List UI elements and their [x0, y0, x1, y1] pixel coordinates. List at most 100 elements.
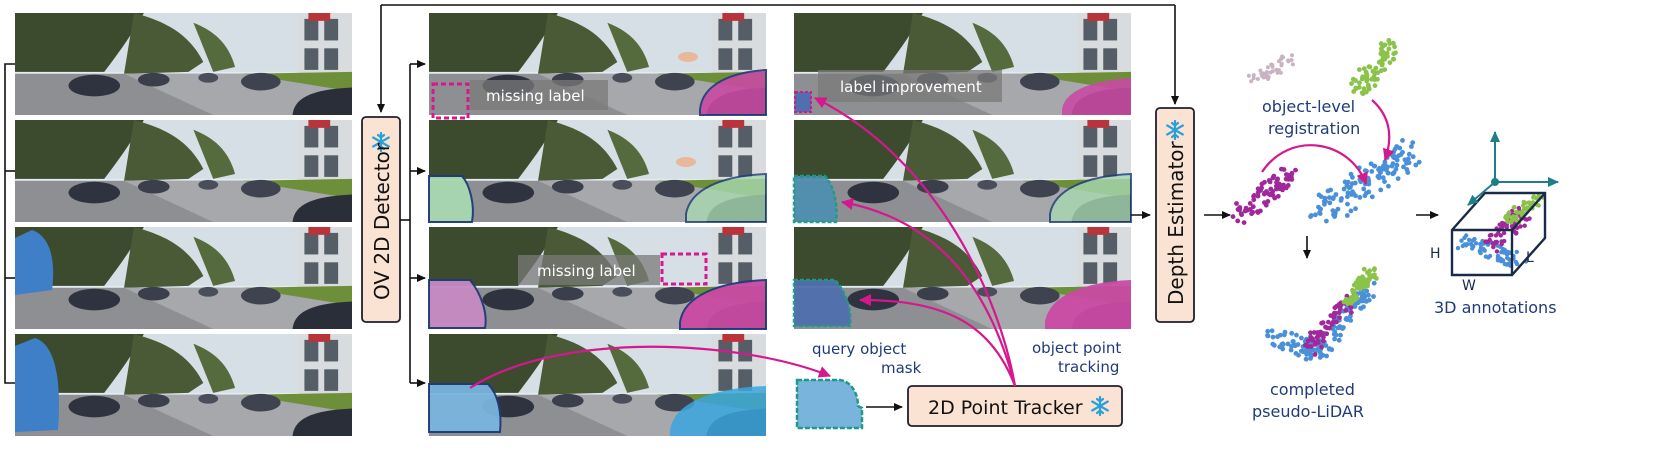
dim-w-label: W — [1462, 278, 1476, 294]
point — [1265, 328, 1271, 334]
point-tracking-label-1: object point — [1032, 339, 1121, 357]
point — [1385, 53, 1390, 59]
point — [1365, 175, 1371, 181]
point — [1313, 212, 1318, 218]
point — [1265, 333, 1270, 338]
missing-label-text-1: missing label — [486, 87, 585, 105]
point — [1331, 331, 1337, 337]
point — [1326, 319, 1331, 325]
point — [1345, 194, 1350, 200]
point — [1380, 175, 1386, 181]
point — [1353, 193, 1358, 199]
point — [1365, 270, 1370, 275]
point — [1332, 311, 1338, 317]
point — [1288, 347, 1294, 353]
missing-label-text-2: missing label — [537, 262, 636, 280]
point — [1259, 185, 1264, 191]
point — [1345, 201, 1350, 207]
point — [1400, 138, 1405, 143]
mask-magenta-car-1 — [699, 68, 767, 116]
point — [1348, 318, 1354, 323]
point — [1349, 294, 1355, 300]
point — [1378, 187, 1384, 193]
3d-bounding-box — [1450, 191, 1547, 277]
point — [1292, 343, 1298, 349]
point — [1390, 40, 1396, 46]
point — [1343, 316, 1349, 322]
point — [1502, 261, 1508, 267]
point — [1234, 201, 1239, 206]
point — [1373, 65, 1379, 71]
point — [1341, 186, 1347, 192]
point — [1258, 208, 1263, 214]
point — [1321, 334, 1326, 340]
improved-mask-1 — [794, 91, 812, 113]
point — [1336, 337, 1342, 343]
point — [1327, 200, 1333, 206]
point — [1289, 58, 1294, 62]
point — [1272, 195, 1278, 201]
point — [1369, 194, 1375, 200]
point — [1299, 335, 1304, 341]
point — [1364, 89, 1369, 95]
point-cloud-gray — [1246, 53, 1295, 84]
point — [1455, 245, 1461, 251]
point — [1289, 343, 1294, 349]
point — [1277, 59, 1281, 64]
point — [1522, 223, 1527, 228]
point — [1364, 73, 1370, 79]
point — [1270, 175, 1276, 181]
point — [1375, 70, 1381, 75]
point — [1361, 66, 1367, 72]
point — [1286, 58, 1291, 63]
point — [1311, 330, 1317, 335]
point — [1319, 344, 1324, 350]
point — [1406, 151, 1412, 157]
point — [1241, 220, 1247, 226]
point — [1364, 288, 1370, 294]
improved-frames: label improvement — [792, 13, 1132, 329]
point — [1267, 179, 1273, 185]
point — [1366, 292, 1371, 298]
point — [1246, 73, 1251, 78]
point — [1361, 266, 1367, 272]
point — [1308, 330, 1313, 336]
point — [1410, 154, 1416, 160]
point — [1268, 70, 1273, 75]
point — [1324, 353, 1329, 359]
point — [1278, 70, 1283, 75]
point — [1489, 232, 1494, 238]
point — [1264, 70, 1269, 75]
point — [1344, 183, 1350, 189]
point-cloud-green — [1349, 38, 1398, 97]
point — [1305, 344, 1311, 349]
point — [1238, 211, 1244, 217]
point — [1327, 325, 1332, 331]
point — [1465, 242, 1470, 247]
point — [1290, 62, 1295, 67]
blue-car-frame-4 — [15, 338, 60, 432]
point — [1413, 162, 1419, 168]
point — [1330, 319, 1336, 325]
point — [1401, 164, 1406, 170]
point — [1332, 210, 1338, 216]
point — [1303, 356, 1309, 362]
point — [1478, 245, 1484, 250]
detector-routing — [400, 60, 426, 387]
point — [1262, 179, 1267, 185]
point — [1345, 190, 1351, 196]
label-improvement-text: label improvement — [840, 78, 982, 96]
point — [1362, 294, 1368, 300]
point — [1353, 206, 1358, 212]
point — [1376, 167, 1381, 173]
point — [1275, 193, 1281, 199]
point — [1290, 53, 1294, 58]
point — [1305, 338, 1311, 344]
missing-label-tag-2 — [518, 255, 660, 285]
mask-magenta-car-c3-3 — [1045, 280, 1131, 329]
point — [1498, 233, 1504, 238]
point — [1369, 169, 1375, 174]
point — [1386, 38, 1392, 43]
point — [1327, 195, 1332, 201]
point — [1355, 300, 1361, 306]
